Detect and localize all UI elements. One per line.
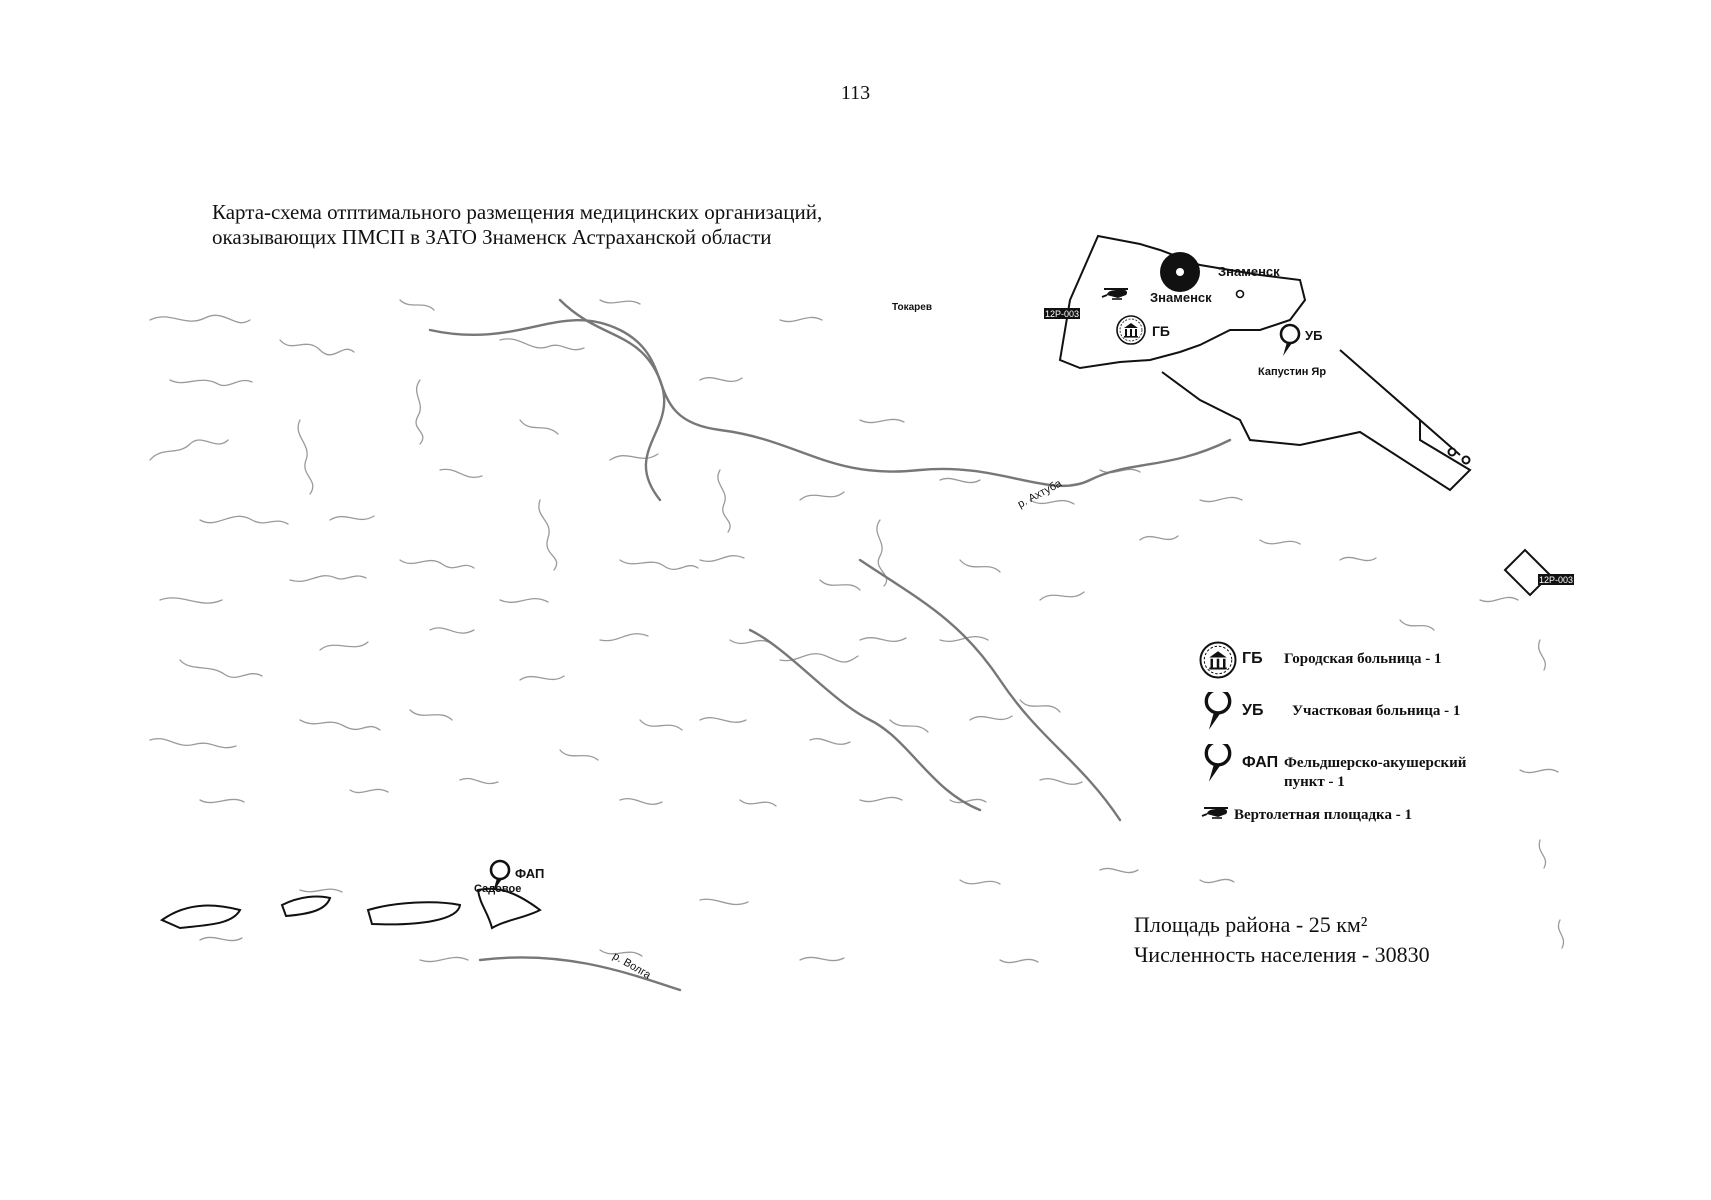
map-title-line-2: оказывающих ПМСП в ЗАТО Знаменск Астраха… — [212, 225, 772, 249]
label-znamensk-city: Знаменск — [1150, 290, 1212, 305]
label-river-akhtuba: р. Ахтуба — [1016, 477, 1065, 510]
label-kapustin-yar: Капустин Яр — [1258, 366, 1326, 378]
river-branch-3 — [748, 628, 982, 812]
legend-item-heli: Вертолетная площадка - 1 — [1198, 800, 1412, 830]
road-box-right — [1503, 548, 1552, 597]
legend-abbr-gb: ГБ — [1242, 650, 1263, 667]
legend-abbr-ub: УБ — [1242, 702, 1264, 719]
river-branch-1 — [558, 298, 666, 502]
location-pin-icon[interactable] — [1279, 323, 1301, 358]
sadovoe-settlement-outline — [476, 887, 542, 930]
map-title: Карта-схема отптимального размещения мед… — [212, 200, 822, 250]
legend-item-fap: ФАП Фельдшерско-акушерский пункт - 1 — [1198, 744, 1466, 792]
district-stats: Площадь района - 25 км² Численность насе… — [1134, 910, 1430, 970]
label-tokarev: Токарев — [892, 302, 932, 313]
label-gb-map: ГБ — [1152, 323, 1170, 339]
district-area: Площадь района - 25 км² — [1134, 912, 1368, 937]
legend-text-ub: Участковая больница - 1 — [1292, 703, 1461, 719]
legend-item-ub: УБ Участковая больница - 1 — [1198, 692, 1460, 732]
district-population: Численность населения - 30830 — [1134, 942, 1430, 967]
page-number: 113 — [840, 82, 871, 104]
islands — [159, 887, 542, 930]
zato-boundary — [1058, 234, 1552, 597]
helicopter-icon — [1201, 807, 1229, 819]
legend-abbr-fap: ФАП — [1242, 754, 1279, 771]
location-pin-icon — [1204, 744, 1232, 784]
legend-text-fap: Фельдшерско-акушерский пункт - 1 — [1284, 754, 1466, 792]
map-title-line-1: Карта-схема отптимального размещения мед… — [212, 200, 823, 224]
label-river-volga: р. Волга — [611, 950, 654, 982]
river-akhtuba-line — [428, 319, 1232, 488]
road-label-2: 12Р-003 — [1539, 575, 1573, 585]
river-volga-line — [478, 956, 682, 992]
location-pin-icon — [1204, 692, 1232, 732]
river-branch-2 — [858, 558, 1122, 822]
hospital-icon[interactable] — [1116, 315, 1146, 345]
label-znamensk-top: Знаменск — [1218, 264, 1280, 279]
label-ub-map: УБ — [1305, 328, 1322, 343]
label-fap-map: ФАП — [515, 866, 544, 881]
rivers — [428, 298, 1232, 992]
legend-text-fap-line-2: пункт - 1 — [1284, 774, 1345, 790]
road-shield-1 — [1044, 308, 1080, 319]
legend-text-gb: Городская больница - 1 — [1284, 651, 1442, 667]
legend-text-heli: Вертолетная площадка - 1 — [1234, 807, 1412, 823]
helicopter-icon[interactable] — [1101, 288, 1129, 300]
road-label-1: 12Р-003 — [1045, 309, 1079, 319]
terrain-contours — [149, 299, 1565, 964]
legend-text-fap-line-1: Фельдшерско-акушерский — [1284, 755, 1467, 771]
road-shield-2 — [1538, 574, 1574, 585]
hospital-icon — [1199, 641, 1237, 679]
label-sadovoe: Садовое — [474, 883, 521, 895]
legend-item-gb: ГБ Городская больница - 1 — [1198, 640, 1442, 680]
